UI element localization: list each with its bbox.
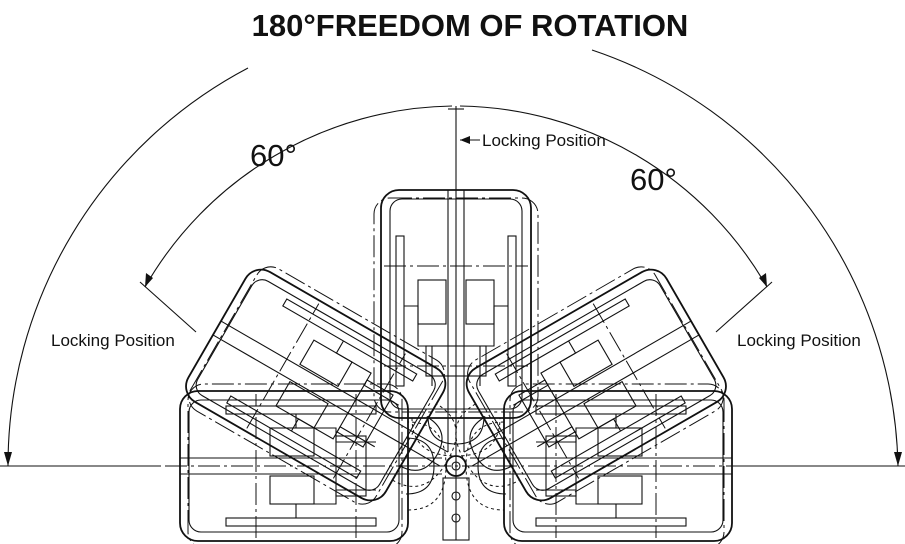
fixture-rotated-right-90 [465, 383, 733, 544]
diagram-title: 180°FREEDOM OF ROTATION [252, 8, 689, 43]
fixture-rotated-left-90 [179, 383, 447, 544]
pivot-knob-inner [451, 461, 461, 471]
mount-bolt [451, 491, 461, 501]
leader-top-arrowhead [460, 136, 470, 144]
leader-right [715, 281, 773, 333]
locking-position-label-top: Locking Position [482, 131, 606, 150]
pivot-knob [445, 455, 467, 477]
leader-left [139, 281, 197, 333]
angle-arrowhead-right [759, 273, 767, 287]
fixture-rotated-left-60 [175, 256, 490, 533]
angle-arc-left [144, 105, 453, 288]
angle-label-right: 60° [630, 162, 677, 197]
locking-position-label-right: Locking Position [737, 331, 861, 350]
rotation-range-arc-right [591, 49, 899, 467]
angle-label-left: 60° [250, 138, 297, 173]
angle-arc-right [459, 105, 768, 288]
arc-right-arrowhead [894, 452, 902, 466]
rotation-range-arc [7, 67, 249, 467]
locking-position-label-left: Locking Position [51, 331, 175, 350]
base-mount [442, 477, 470, 541]
angle-arrowhead [145, 273, 153, 287]
arc-left-arrowhead [4, 452, 12, 466]
mount-bolt-lower [451, 513, 461, 523]
